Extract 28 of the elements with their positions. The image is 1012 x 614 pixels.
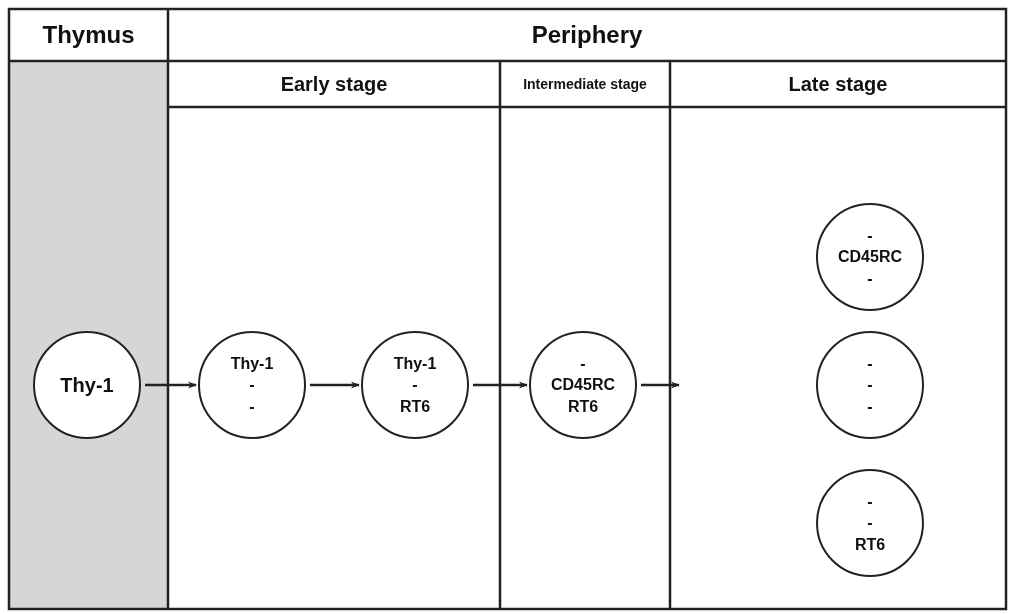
- arrow: [310, 381, 360, 389]
- marker-text: -: [867, 268, 873, 289]
- column-header: Late stage: [788, 73, 888, 95]
- marker-text: -: [412, 375, 418, 396]
- marker-text: -: [867, 396, 873, 417]
- marker-text: -: [249, 396, 255, 417]
- column-header: Periphery: [531, 22, 643, 48]
- marker-text: Thy-1: [393, 353, 437, 374]
- marker-text: CD45RC: [551, 375, 615, 396]
- marker-text: RT6: [567, 396, 599, 417]
- marker-text: RT6: [399, 396, 431, 417]
- column-header: Thymus: [42, 22, 135, 48]
- column-header: Early stage: [280, 73, 388, 95]
- column-header: Intermediate stage: [523, 76, 647, 92]
- marker-text: -: [580, 353, 586, 374]
- arrow: [145, 381, 197, 389]
- marker-text: Thy-1: [60, 372, 114, 398]
- marker-text: -: [249, 375, 255, 396]
- marker-text: RT6: [854, 534, 886, 555]
- arrow: [473, 381, 528, 389]
- arrow: [641, 381, 680, 389]
- marker-text: -: [867, 491, 873, 512]
- marker-text: -: [867, 225, 873, 246]
- marker-text: -: [867, 513, 873, 534]
- marker-text: CD45RC: [838, 247, 902, 268]
- marker-text: -: [867, 353, 873, 374]
- marker-text: Thy-1: [230, 353, 274, 374]
- marker-text: -: [867, 375, 873, 396]
